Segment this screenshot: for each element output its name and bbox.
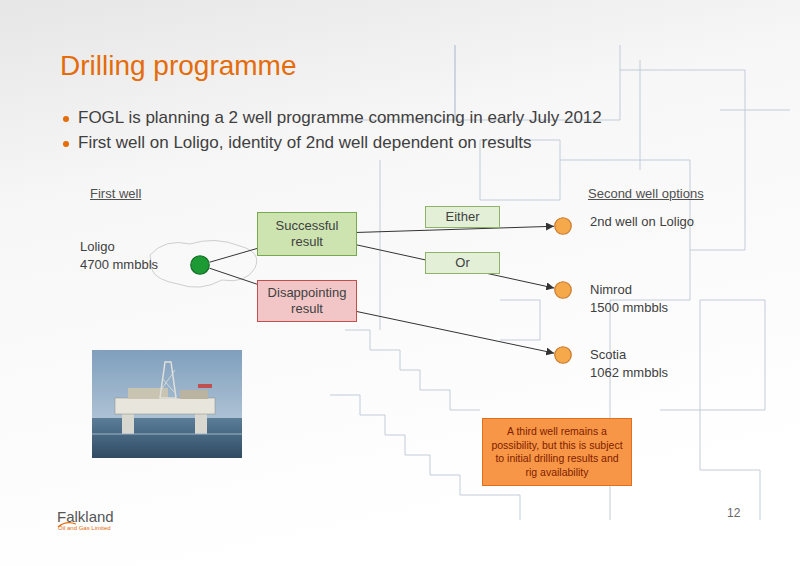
column-heading: Second well options — [588, 186, 704, 201]
rig-derrick-brace — [161, 370, 175, 392]
licence-boundary — [500, 300, 540, 340]
outcome-box: Disappointing result — [257, 280, 357, 322]
rig-column — [195, 412, 207, 434]
rig-helideck — [198, 384, 212, 388]
photo-sky — [92, 350, 242, 458]
branch-line — [210, 248, 257, 262]
licence-boundary — [660, 410, 760, 520]
rig-column — [122, 412, 134, 434]
marker-circle — [555, 347, 572, 364]
bullet-point — [63, 141, 69, 147]
licence-boundary — [720, 110, 790, 111]
column-heading: First well — [90, 186, 141, 201]
box-label: Successful result — [262, 218, 352, 250]
note-box: A third well remains a possibility, but … — [482, 418, 632, 486]
rig-module — [180, 390, 208, 399]
marker-circle — [191, 256, 210, 275]
well-option-marker: Scotia 1062 mmbbls — [554, 346, 572, 364]
bullet-text: First well on Loligo, identity of 2nd we… — [78, 133, 532, 153]
rig-deck — [115, 398, 215, 414]
choice-box: Or — [425, 252, 500, 274]
marker-circle — [555, 218, 572, 235]
box-label: Disappointing result — [262, 285, 352, 317]
licence-boundary — [640, 60, 641, 170]
arrow-connector — [357, 312, 554, 354]
bullet-text: FOGL is planning a 2 well programme comm… — [78, 108, 602, 128]
rig-derrick — [160, 362, 176, 398]
photo-wake — [92, 434, 242, 435]
marker-label: Loligo 4700 mmbbls — [80, 238, 180, 274]
marker-outline — [554, 217, 572, 235]
slide-title: Drilling programme — [60, 50, 297, 82]
branch-line — [209, 268, 257, 284]
page-number: 12 — [727, 506, 740, 520]
marker-outline — [190, 255, 210, 275]
outcome-box: Successful result — [257, 212, 357, 256]
licence-boundary — [560, 160, 690, 300]
rig-photo — [92, 350, 242, 458]
licence-boundary — [380, 160, 381, 330]
bullet-point — [63, 116, 69, 122]
island-outline — [150, 240, 257, 287]
first-well-marker: Loligo 4700 mmbbls — [190, 255, 210, 275]
marker-circle — [555, 282, 572, 299]
marker-label: 2nd well on Loligo — [590, 213, 750, 231]
arrow-connector — [357, 245, 554, 288]
photo-sea — [92, 418, 242, 458]
marker-label: Nimrod 1500 mmbbls — [590, 281, 710, 317]
box-label: A third well remains a possibility, but … — [489, 425, 625, 479]
well-option-marker: Nimrod 1500 mmbbls — [554, 281, 572, 299]
marker-label: Scotia 1062 mmbbls — [590, 346, 710, 382]
choice-box: Either — [425, 206, 500, 228]
licence-boundary — [345, 330, 480, 410]
box-label: Or — [455, 255, 469, 271]
marker-outline — [554, 281, 572, 299]
licence-boundary — [610, 300, 611, 520]
box-label: Either — [446, 209, 480, 225]
licence-boundary — [700, 300, 765, 410]
marker-outline — [554, 346, 572, 364]
logo-text: Falkland — [57, 508, 114, 525]
well-option-marker: 2nd well on Loligo — [554, 217, 572, 235]
logo-subtext: Oil and Gas Limited — [58, 525, 111, 531]
